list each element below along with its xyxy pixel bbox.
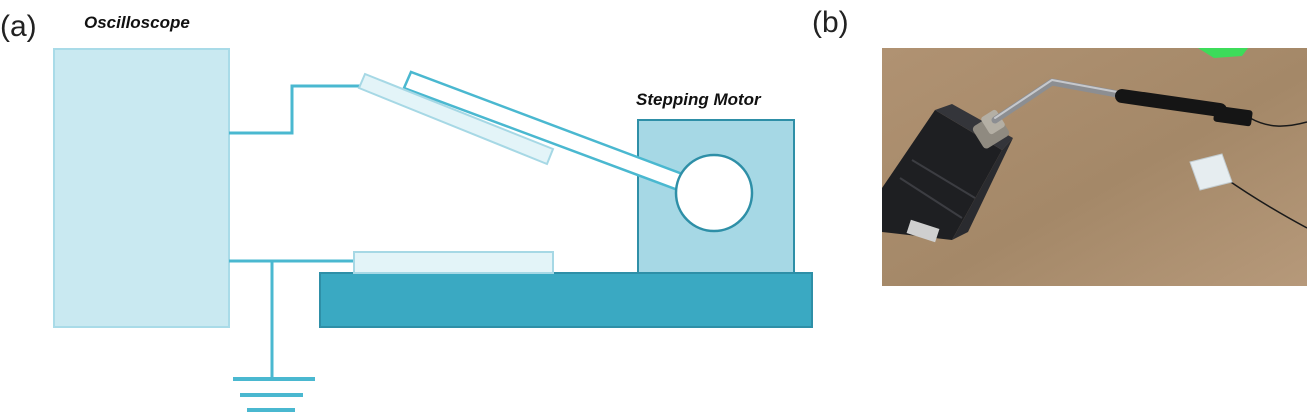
thin-wire-upper [1249, 117, 1307, 127]
oscilloscope-label: Oscilloscope [84, 13, 190, 32]
ground-symbol [233, 377, 315, 412]
motor-shaft-circle [674, 153, 754, 233]
panel-label-a: (a) [0, 10, 37, 43]
photo-sensor-head [1213, 105, 1253, 127]
photo-black-handle [1115, 89, 1227, 117]
green-object [1198, 48, 1248, 58]
photo-white-sample [1189, 153, 1233, 191]
schematic-diagram: Oscilloscope Stepping Motor [53, 13, 813, 412]
upper-signal-wire [229, 84, 360, 135]
oscilloscope-box [53, 48, 230, 328]
panel-label-b: (b) [812, 6, 849, 39]
base-platform [319, 272, 813, 328]
photo-metal-rod [991, 78, 1132, 124]
upper-sample-plate [357, 72, 555, 166]
setup-photo [882, 48, 1307, 286]
bottom-sample-plate [353, 251, 554, 274]
stepping-motor-label: Stepping Motor [636, 90, 762, 109]
